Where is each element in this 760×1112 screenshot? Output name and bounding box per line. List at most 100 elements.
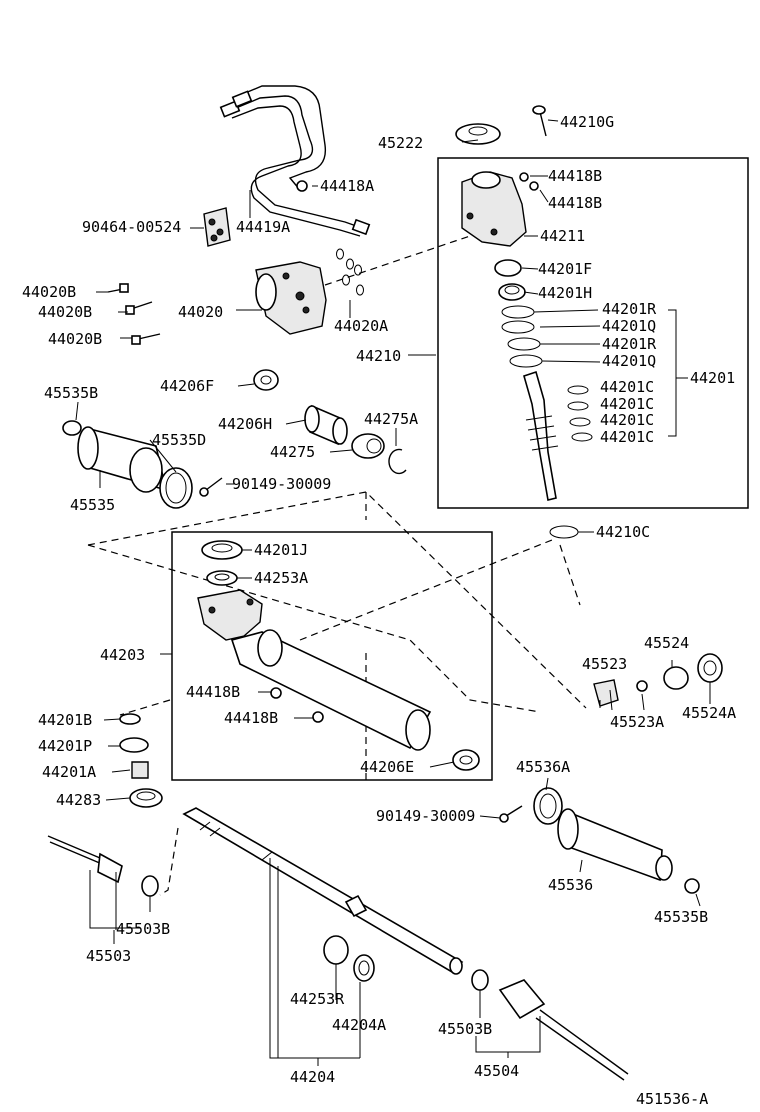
label-44253R: 44253R — [290, 990, 345, 1008]
label-90149-30009-2: 90149-30009 — [376, 807, 475, 825]
label-44206F: 44206F — [160, 377, 214, 395]
label-44418A: 44418A — [320, 177, 374, 195]
label-44020B-3: 44020B — [48, 330, 102, 348]
label-44201A: 44201A — [42, 763, 96, 781]
label-45504: 45504 — [474, 1062, 519, 1080]
left-boot-clamp-icon — [159, 467, 193, 509]
label-44275A: 44275A — [364, 410, 418, 428]
label-44201R-2: 44201R — [602, 335, 657, 353]
label-44201C-3: 44201C — [600, 411, 654, 429]
pressure-tubes-icon — [219, 85, 371, 237]
label-90464-00524: 90464-00524 — [82, 218, 181, 236]
right-tie-rod-icon — [471, 969, 629, 1081]
oil-seal-44206F-icon — [253, 369, 279, 391]
snap-ring-icon — [388, 448, 407, 475]
label-44020: 44020 — [178, 303, 223, 321]
teflon-rings-icon — [567, 385, 593, 442]
label-45535: 45535 — [70, 496, 115, 514]
label-44206E: 44206E — [360, 758, 414, 776]
label-44201: 44201 — [690, 369, 735, 387]
cylinder-bolts-icon — [107, 283, 161, 345]
label-45524: 45524 — [644, 634, 689, 652]
label-45523: 45523 — [582, 655, 627, 673]
housing-plugs-icon — [270, 687, 324, 723]
label-44201Q-1: 44201Q — [602, 317, 656, 335]
right-boot-icon — [557, 808, 673, 882]
label-45536A: 45536A — [516, 758, 570, 776]
label-44020B-1: 44020B — [22, 283, 76, 301]
boot-screw-icon — [199, 477, 223, 497]
label-44020A: 44020A — [334, 317, 388, 335]
label-45524A: 45524A — [682, 704, 736, 722]
valve-o-ring-icon — [549, 525, 579, 539]
valve-small-bolts-icon — [519, 172, 539, 191]
rack-housing-group-box — [171, 531, 493, 781]
valve-seals-icon — [494, 259, 543, 368]
oil-seal-44206E-icon — [452, 749, 480, 771]
rack-seals-icon — [323, 935, 375, 982]
right-boot-clip-icon — [684, 878, 700, 894]
label-44203: 44203 — [100, 646, 145, 664]
label-45523A: 45523A — [610, 713, 664, 731]
label-45535B-1: 45535B — [44, 384, 98, 402]
control-valve-group-box — [437, 157, 749, 509]
housing-seals-icon — [201, 540, 243, 586]
label-44201Q-2: 44201Q — [602, 352, 656, 370]
part-labels: 45222 44210G 44418B 44418B 44211 44201F … — [22, 113, 736, 1108]
label-44211: 44211 — [540, 227, 585, 245]
left-boot-clip-icon — [62, 420, 82, 436]
label-45536: 45536 — [548, 876, 593, 894]
left-boot-icon — [77, 426, 168, 493]
rack-guide-parts-icon — [119, 713, 163, 808]
valve-bolt-icon — [532, 105, 547, 137]
label-45503: 45503 — [86, 947, 131, 965]
valve-dust-seal-icon — [455, 123, 501, 145]
label-45535D: 45535D — [152, 431, 206, 449]
steering-rack-icon — [182, 807, 464, 975]
label-44201P: 44201P — [38, 737, 92, 755]
label-44210: 44210 — [356, 347, 401, 365]
label-44204A: 44204A — [332, 1016, 386, 1034]
control-valve-shaft-icon — [523, 370, 559, 501]
tube-clamp-icon — [203, 207, 231, 247]
label-45503B-2: 45503B — [438, 1020, 492, 1038]
label-44283: 44283 — [56, 791, 101, 809]
label-44210C: 44210C — [596, 523, 650, 541]
label-44020B-2: 44020B — [38, 303, 92, 321]
boot-screw-2-icon — [499, 805, 523, 823]
cylinder-o-rings-icon — [336, 248, 364, 296]
label-44418B-2: 44418B — [548, 194, 602, 212]
label-44418B-1: 44418B — [548, 167, 602, 185]
label-45503B-1: 45503B — [116, 920, 170, 938]
left-tie-rod-icon — [47, 835, 159, 897]
label-44253A: 44253A — [254, 569, 308, 587]
power-cylinder-icon — [255, 261, 327, 335]
rack-housing-icon — [197, 589, 432, 751]
valve-housing-icon — [461, 171, 527, 247]
label-44275: 44275 — [270, 443, 315, 461]
label-45222: 45222 — [378, 134, 423, 152]
label-44419A: 44419A — [236, 218, 290, 236]
label-44201R-1: 44201R — [602, 300, 657, 318]
label-44201B: 44201B — [38, 711, 92, 729]
label-44210G: 44210G — [560, 113, 614, 131]
label-44201J: 44201J — [254, 541, 308, 559]
label-44201C-1: 44201C — [600, 378, 654, 396]
rack-bushing-icon — [304, 404, 348, 446]
label-44201F: 44201F — [538, 260, 592, 278]
rack-guide-icon — [351, 433, 385, 459]
label-45535B-2: 45535B — [654, 908, 708, 926]
label-44201H: 44201H — [538, 284, 592, 302]
label-44201C-2: 44201C — [600, 395, 654, 413]
label-44206H: 44206H — [218, 415, 272, 433]
label-44204: 44204 — [290, 1068, 335, 1086]
label-90149-30009-1: 90149-30009 — [232, 475, 331, 493]
diagram-id: 451536-A — [636, 1090, 708, 1108]
right-boot-clamp-icon — [533, 787, 563, 825]
label-44201C-4: 44201C — [600, 428, 654, 446]
mount-cushion-icon — [593, 653, 723, 707]
label-44418B-3: 44418B — [186, 683, 240, 701]
leader-lines — [75, 119, 711, 1066]
label-44418B-4: 44418B — [224, 709, 278, 727]
